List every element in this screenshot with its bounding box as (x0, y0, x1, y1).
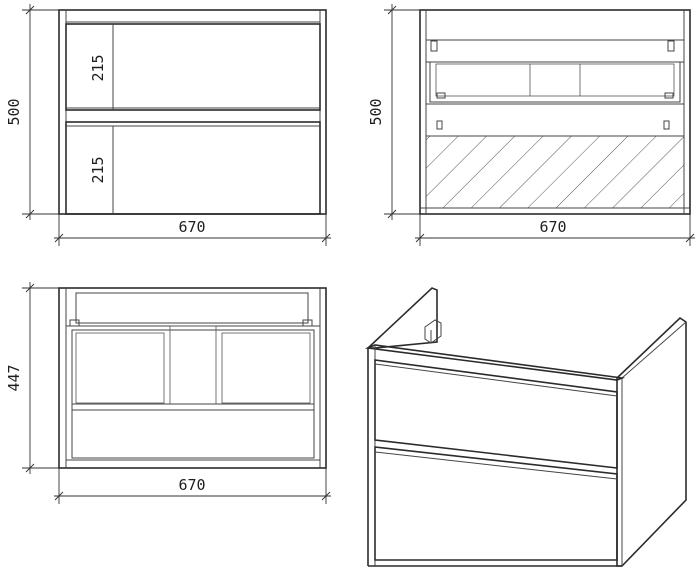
back-width-label: 670 (539, 218, 566, 236)
bottom-drawer-front (65, 121, 321, 215)
right-side-panel (616, 316, 687, 567)
isometric-wall-bracket (424, 319, 442, 344)
mount-hole-left (436, 120, 443, 130)
isometric-view (364, 287, 687, 567)
hatched-back-panel (425, 135, 685, 209)
mount-hole-right (663, 120, 670, 130)
top-view: 447 670 (5, 282, 331, 504)
back-height-label: 500 (367, 98, 385, 125)
top-drawer-front (65, 23, 321, 111)
rail-clip-left (436, 92, 446, 99)
left-side-panel (365, 287, 438, 349)
iso-bottom-drawer (374, 446, 618, 561)
bottom-drawer-height-label: 215 (89, 156, 107, 183)
wall-bracket-left (430, 40, 438, 52)
front-view: 215 215 500 670 (5, 4, 331, 246)
top-width-dimension: 670 (54, 468, 331, 504)
back-width-dimension: 670 (415, 214, 695, 246)
front-height-dimension: 500 (5, 4, 59, 220)
back-view: 500 670 (367, 4, 695, 246)
back-height-dimension: 500 (367, 4, 420, 220)
top-depth-dimension: 447 (5, 282, 59, 474)
front-width-dimension: 670 (54, 214, 331, 246)
front-width-label: 670 (178, 218, 205, 236)
front-height-label: 500 (5, 98, 23, 125)
rail-clip-right (664, 92, 674, 99)
iso-top-drawer (374, 359, 618, 469)
top-depth-label: 447 (5, 364, 23, 391)
top-drawer-height-label: 215 (89, 54, 107, 81)
top-width-label: 670 (178, 476, 205, 494)
wall-bracket-right (667, 40, 675, 52)
